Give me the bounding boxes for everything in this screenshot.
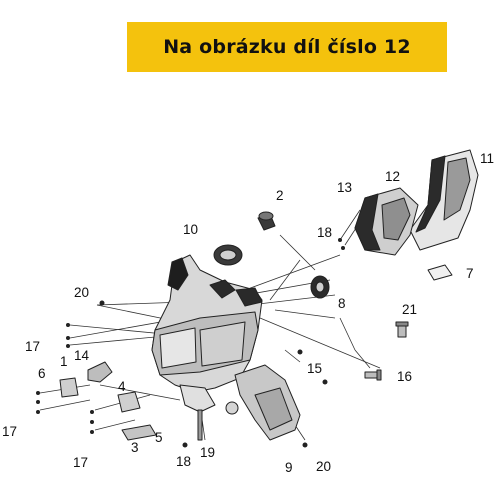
callout-21: 21 xyxy=(402,302,417,317)
callout-20-upper: 20 xyxy=(74,285,89,300)
callout-13: 13 xyxy=(337,180,352,195)
callout-4: 4 xyxy=(118,379,126,394)
callout-7: 7 xyxy=(466,266,474,281)
callout-17-left: 17 xyxy=(2,424,17,439)
part-3-5-bracket xyxy=(121,424,157,441)
callout-17-lower: 17 xyxy=(73,455,88,470)
callout-12: 12 xyxy=(385,169,400,184)
part-2-socket xyxy=(257,211,276,231)
title-text: Na obrázku díl číslo 12 xyxy=(163,36,411,58)
callout-8: 8 xyxy=(338,296,346,311)
callout-20-lower: 20 xyxy=(316,459,331,474)
callout-3: 3 xyxy=(131,440,139,455)
callout-19: 19 xyxy=(200,445,215,460)
callout-15: 15 xyxy=(307,361,322,376)
part-8-grommet xyxy=(310,275,330,299)
callout-9: 9 xyxy=(285,460,293,475)
part-11-outer-cover xyxy=(409,149,479,251)
front-cover-housing xyxy=(151,254,301,441)
fasteners xyxy=(36,238,345,448)
part-14-bracket xyxy=(87,361,113,383)
part-7-plate xyxy=(427,264,453,281)
callout-10: 10 xyxy=(183,222,198,237)
callout-14: 14 xyxy=(74,348,90,363)
part-12-cover xyxy=(354,187,419,256)
callout-18-upper: 18 xyxy=(317,225,332,240)
part-4-clamp xyxy=(117,391,141,413)
callout-2: 2 xyxy=(276,188,284,203)
callout-labels: 1 2 3 4 5 6 7 8 9 10 11 12 13 14 15 16 1… xyxy=(2,151,494,475)
callout-1: 1 xyxy=(60,354,68,369)
callout-18-lower: 18 xyxy=(176,454,191,469)
part-16-bolt xyxy=(364,369,382,381)
part-19-rod xyxy=(197,409,203,441)
callout-16: 16 xyxy=(397,369,412,384)
callout-6: 6 xyxy=(38,366,46,381)
part-10-ring xyxy=(213,244,243,266)
callout-11: 11 xyxy=(480,151,494,166)
callout-5: 5 xyxy=(155,430,163,445)
title-banner: Na obrázku díl číslo 12 xyxy=(127,22,447,72)
part-6-clip xyxy=(59,377,79,398)
callout-17-upper: 17 xyxy=(25,339,40,354)
part-21-screw xyxy=(395,321,409,338)
